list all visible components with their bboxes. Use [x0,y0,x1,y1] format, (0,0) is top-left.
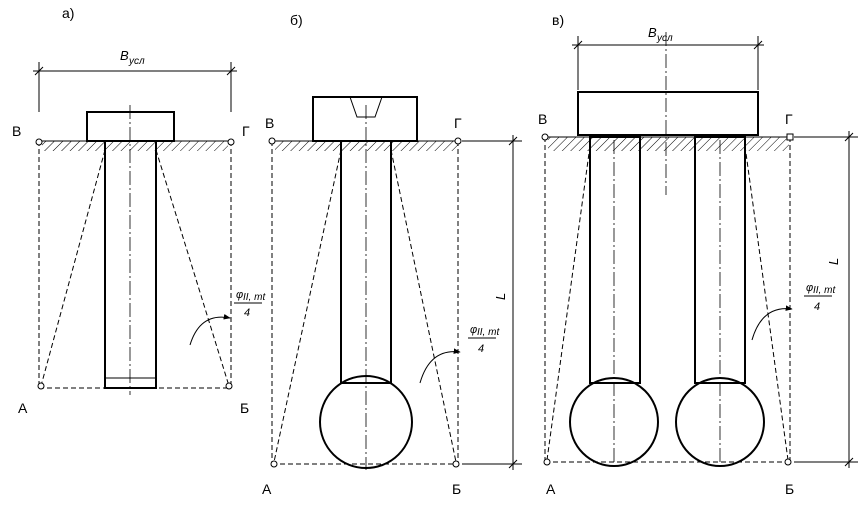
angle-sub-a: II, mt [243,292,266,303]
conditional-foundation-b [271,141,459,465]
node-a-b [270,460,278,468]
node-a-c [543,458,551,466]
node-g-a [227,138,235,146]
label-g-b: Г [454,115,462,131]
ground-hatch-c [548,137,789,151]
node-b-a [225,382,233,390]
angle-sub-b: II, mt [477,327,500,338]
pile-cap-b [312,96,418,142]
width-sub-a: усл [128,56,145,67]
label-a-a: А [18,400,28,416]
pile-cap-c [577,91,759,136]
width-dimension-a: B усл [33,48,237,112]
node-v-b [268,137,276,145]
node-v-a [35,138,43,146]
label-g-c: Г [785,111,793,127]
width-label-c: B [648,25,657,40]
panel-c: в) B усл [538,12,858,497]
panel-a: а) B усл [12,5,266,416]
label-a-b: А [262,481,272,497]
angle-indicator-a: φ II, mt 4 [189,289,266,346]
pile-shaft-c-left [589,136,641,384]
label-v-a: В [12,123,21,139]
label-v-c: В [538,111,547,127]
panel-b: б) В Г А Б [262,12,522,497]
node-v-c [541,133,549,141]
angle-den-b: 4 [478,343,484,355]
label-b-c: Б [785,481,794,497]
panel-c-label: в) [552,12,564,28]
label-a-c: А [546,481,556,497]
label-b-a: Б [240,400,249,416]
label-b-b: Б [452,481,461,497]
node-a-a [37,382,45,390]
pile-cap-a [86,111,175,142]
panel-b-label: б) [290,12,303,28]
angle-symbol-b: φ [470,324,477,336]
conditional-foundation-c [544,137,791,463]
panel-a-label: а) [62,5,74,21]
angle-den-c: 4 [814,301,820,313]
length-label-c: L [826,258,841,265]
angle-indicator-c: φ II, mt 4 [751,282,836,341]
angle-sub-c: II, mt [813,285,836,296]
angle-indicator-b: φ II, mt 4 [419,324,500,384]
width-sub-c: усл [656,33,673,44]
node-g-b [454,137,462,145]
node-b-c [784,458,792,466]
ground-hatch-b [275,141,458,151]
length-dimension-c: L [794,131,858,468]
ground-hatch-a [42,141,228,151]
angle-den-a: 4 [244,307,250,319]
width-dimension-c: B усл [572,25,764,90]
length-dimension-b: L [462,135,522,470]
node-b-b [452,460,460,468]
label-v-b: В [265,115,274,131]
width-label-a: B [120,48,129,63]
node-g-c [786,133,794,141]
label-g-a: Г [242,123,250,139]
conditional-foundation-a [38,141,232,389]
pile-shaft-a [104,140,157,389]
length-label-b: L [493,293,508,300]
angle-symbol-c: φ [806,282,813,294]
angle-symbol-a: φ [236,289,243,301]
